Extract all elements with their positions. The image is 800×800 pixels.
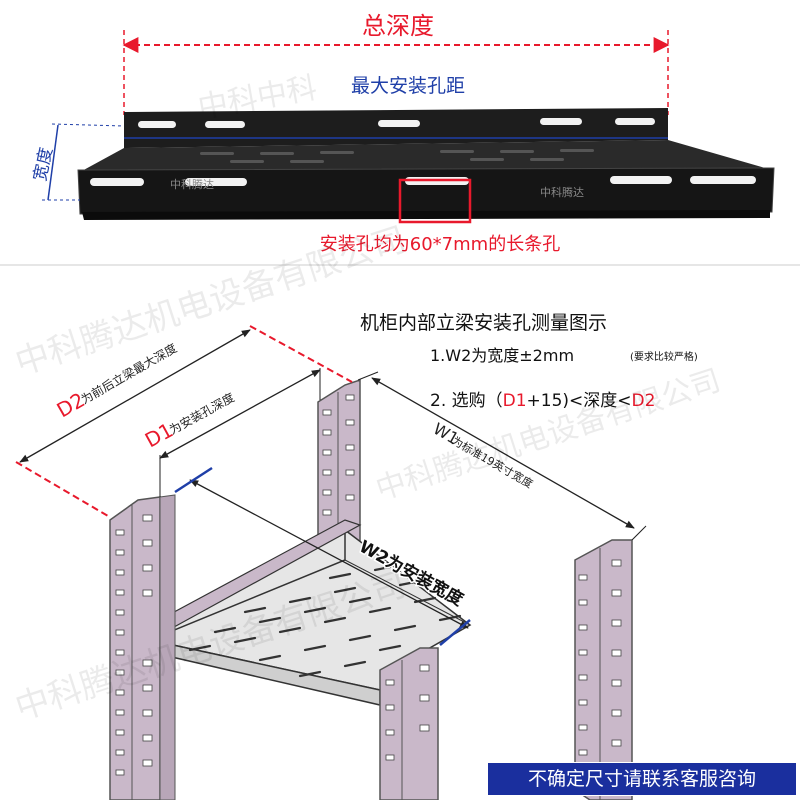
d2-ext-left xyxy=(15,461,109,517)
instruction-item-1: 1.W2为宽度±2mm xyxy=(430,346,574,365)
width-dimension-line xyxy=(47,124,59,201)
shelf-logo-1: 中科腾达 xyxy=(170,177,214,191)
instruction-item-2-prefix: 2. 选购（ xyxy=(430,391,503,411)
d1-dimension-line xyxy=(159,369,321,459)
d2-dimension-line xyxy=(19,329,251,463)
w1-dimension-line xyxy=(371,377,635,529)
floor-vents xyxy=(200,149,594,163)
instruction-item-2-d2: D2 xyxy=(632,391,656,411)
rack-post-front-right xyxy=(379,647,439,800)
hole-highlight-box xyxy=(398,178,472,224)
w2-dimension-line xyxy=(189,479,469,629)
width-label: 宽度 xyxy=(30,146,57,183)
hole-note-label: 安装孔均为60*7mm的长条孔 xyxy=(320,234,560,255)
shelf-logo-2: 中科腾达 xyxy=(540,185,584,199)
instruction-item-2-mid: +15)<深度< xyxy=(527,391,632,411)
top-shelf-section: 总深度 最大安装孔距 中科腾达 xyxy=(30,12,775,255)
watermark-middle: 中科腾达机电设备有限公司 xyxy=(10,219,410,383)
w2-mark-left xyxy=(174,466,213,494)
d1-desc: 为安装孔深度 xyxy=(167,389,237,437)
instruction-item-2-d1: D1 xyxy=(503,391,527,411)
instruction-item-1-note: (要求比较严格) xyxy=(630,350,698,363)
shelf-front-lip xyxy=(82,210,770,220)
d2-ext-right xyxy=(249,325,353,383)
watermark-right: 中科腾达机电设备有限公司 xyxy=(372,363,725,508)
max-hole-distance-label: 最大安装孔距 xyxy=(351,75,465,97)
diagram-title: 机柜内部立梁安装孔测量图示 xyxy=(360,312,607,334)
w2-mark-right xyxy=(439,619,471,646)
shelf-front-flange xyxy=(77,167,775,215)
contact-banner: 不确定尺寸请联系客服咨询 xyxy=(487,762,797,796)
shelf-floor xyxy=(80,140,772,172)
total-depth-label: 总深度 xyxy=(362,12,434,40)
rack-post-holes xyxy=(115,394,622,776)
back-flange-slots xyxy=(138,118,655,128)
instruction-item-2: 2. 选购（D1+15)<深度<D2 xyxy=(430,391,655,411)
rack-diagram: D2 为前后立梁最大深度 D1 为安装孔深度 W1 为标准19英寸宽度 W2为安… xyxy=(15,325,647,800)
instructions: 机柜内部立梁安装孔测量图示 1.W2为宽度±2mm (要求比较严格) 2. 选购… xyxy=(360,312,698,411)
